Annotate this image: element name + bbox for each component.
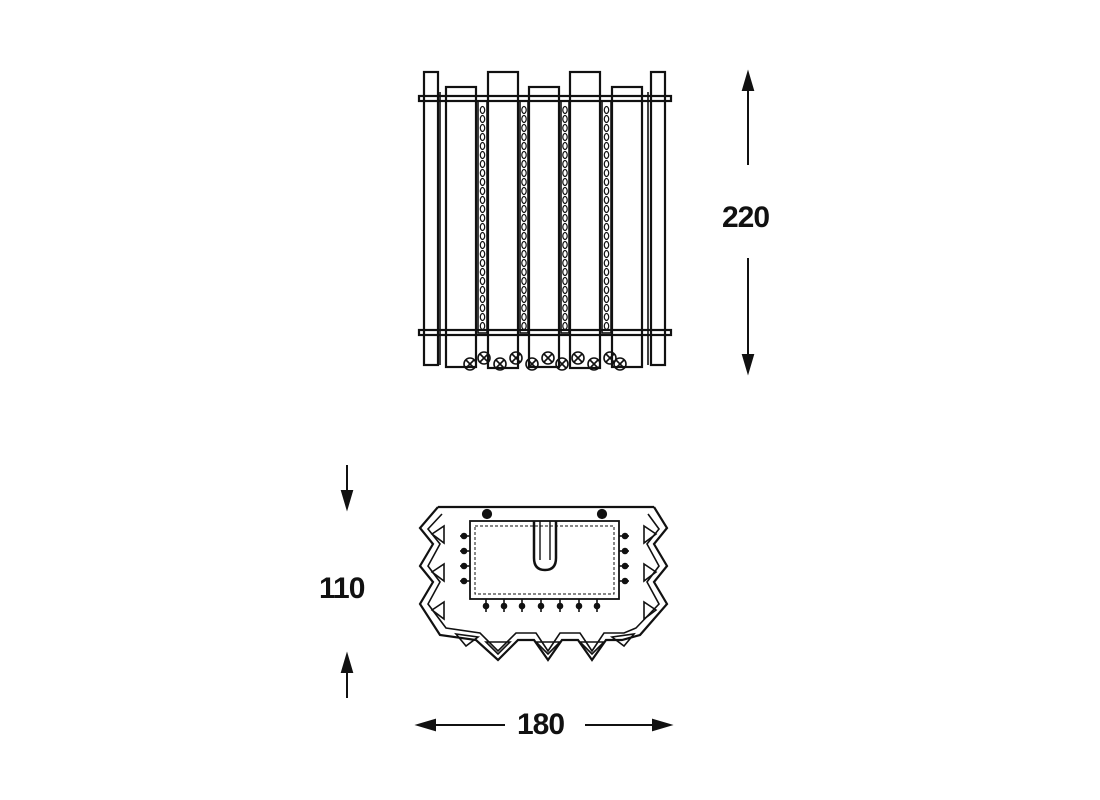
front-bar-4 (568, 70, 602, 370)
front-elevation-view (417, 70, 673, 371)
front-column-outer-right (649, 70, 667, 367)
depth-dimension (340, 465, 354, 698)
width-dimension-label: 180 (517, 708, 565, 741)
plan-fixing-left (481, 508, 493, 520)
front-rail-top (417, 94, 673, 103)
plan-mount-post (532, 521, 558, 572)
front-crystal-drops (463, 351, 627, 371)
plan-fixing-right (596, 508, 608, 520)
height-dimension-label: 220 (722, 201, 770, 234)
plan-outline-outer (418, 506, 669, 662)
front-column-outer-left (422, 70, 440, 367)
front-bar-3 (527, 85, 561, 369)
height-arrow-up (741, 69, 755, 91)
top-plan-view (418, 505, 669, 662)
depth-arrow-up (340, 651, 354, 673)
width-arrow-left (414, 718, 436, 732)
front-crystal-strands (477, 100, 612, 334)
front-rail-bottom (417, 328, 673, 337)
plan-side-crystals (430, 524, 658, 656)
depth-dimension-label: 110 (319, 572, 365, 605)
depth-arrow-down (340, 490, 354, 512)
height-dimension (741, 69, 755, 376)
width-dimension (414, 718, 674, 732)
front-bar-2 (486, 70, 520, 370)
front-bar-1 (444, 85, 478, 369)
width-arrow-right (652, 718, 674, 732)
height-arrow-down (741, 354, 755, 376)
front-bar-5 (610, 85, 644, 369)
plan-inner-frame (469, 520, 620, 600)
